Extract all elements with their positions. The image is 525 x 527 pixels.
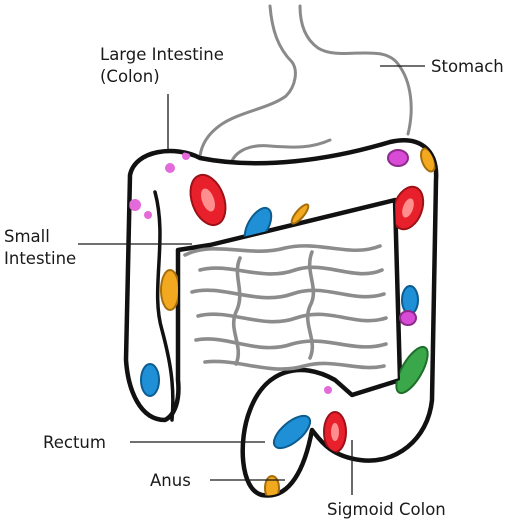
orange-bacterium-icon <box>290 203 310 225</box>
large-intestine-label-line1: Large Intestine <box>100 45 224 64</box>
blue-bacterium-icon <box>272 414 312 450</box>
leader-lines <box>78 65 425 495</box>
large-intestine-label-line2: (Colon) <box>100 67 160 86</box>
stomach-label: Stomach <box>431 57 504 76</box>
stomach-shape <box>198 4 413 170</box>
small-intestine <box>183 244 388 371</box>
labels-group: Large Intestine (Colon) Stomach Small In… <box>4 45 504 519</box>
blue-bacterium-icon <box>140 363 160 397</box>
magenta-bacterium-icon <box>399 310 417 326</box>
orange-bacterium-icon <box>264 475 280 496</box>
magenta-bacterium-icon <box>387 149 409 167</box>
anus-label: Anus <box>150 471 191 490</box>
green-bacterium-icon <box>395 345 429 395</box>
appendix-line <box>153 190 175 422</box>
orange-bacterium-icon <box>160 269 180 311</box>
small-intestine-label-line1: Small <box>4 227 50 246</box>
red-bacterium-icon <box>189 173 227 227</box>
large-intestine <box>123 138 439 498</box>
sigmoid-colon-label: Sigmoid Colon <box>327 500 446 519</box>
blue-bacterium-icon <box>401 285 419 315</box>
rectum-label: Rectum <box>43 433 106 452</box>
small-intestine-label-line2: Intestine <box>4 249 76 268</box>
red-bacterium-icon <box>323 411 347 453</box>
